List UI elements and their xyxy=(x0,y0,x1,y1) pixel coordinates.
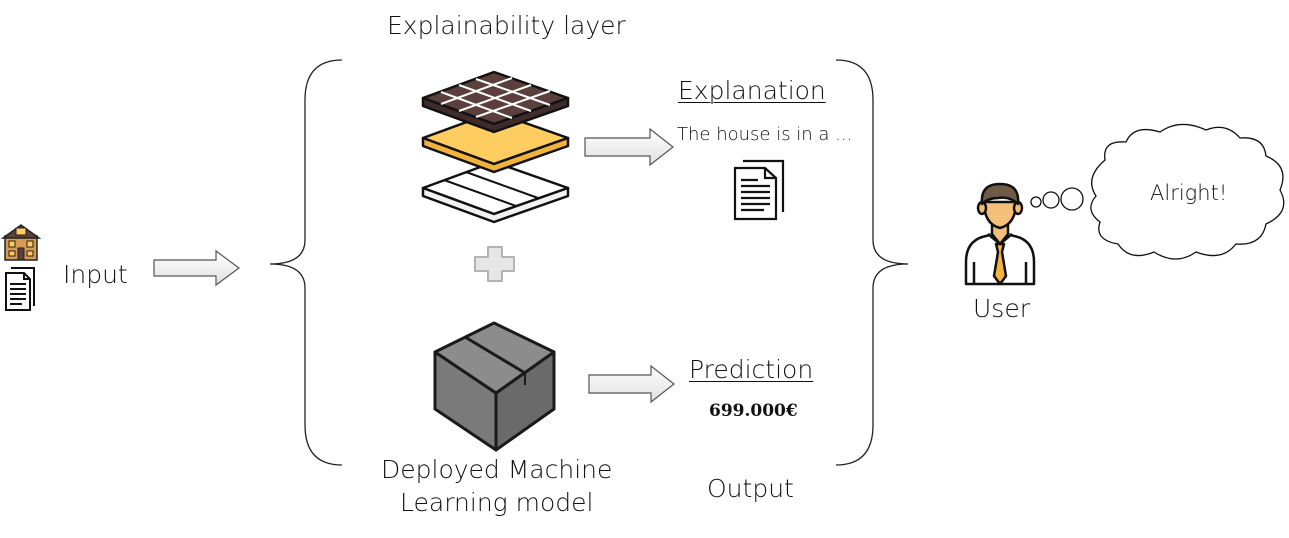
thought-text: Alright! xyxy=(1150,181,1228,205)
plus-icon xyxy=(474,246,515,282)
person-icon xyxy=(964,182,1036,286)
explanation-text: The house is in a ... xyxy=(677,124,853,145)
right-brace xyxy=(835,59,909,466)
layers-icon xyxy=(421,70,570,224)
thought-cloud-icon xyxy=(1030,123,1285,260)
house-icon xyxy=(0,224,42,261)
explanation-document-icon xyxy=(733,159,785,221)
diagram-title: Explainability layer xyxy=(387,11,626,40)
prediction-value: 699.000€ xyxy=(709,401,798,421)
input-arrow xyxy=(153,249,241,287)
model-label-line1: Deployed Machine xyxy=(381,455,613,484)
prediction-heading: Prediction xyxy=(689,355,814,384)
left-brace xyxy=(269,59,343,466)
document-icon xyxy=(5,267,35,311)
explanation-heading: Explanation xyxy=(678,76,826,105)
model-label-line2: Learning model xyxy=(400,488,594,517)
user-label: User xyxy=(973,294,1030,323)
output-label: Output xyxy=(707,474,794,503)
prediction-arrow xyxy=(588,364,675,404)
input-label: Input xyxy=(63,260,128,289)
explanation-arrow xyxy=(584,127,674,167)
box-icon xyxy=(433,321,556,452)
